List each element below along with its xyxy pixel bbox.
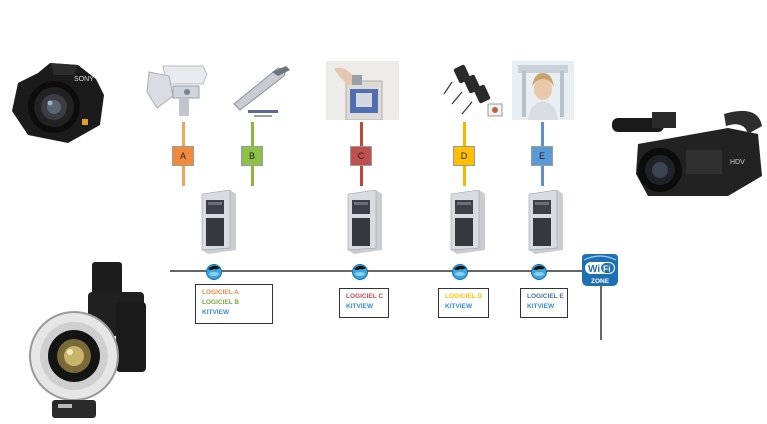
intraoral-camera-image <box>228 60 292 120</box>
pc-tower-3 <box>450 190 485 254</box>
software-box-e: LOGICIEL E KITVIEW <box>520 288 568 318</box>
pc-tower-4 <box>528 190 563 254</box>
connector-b: B <box>241 146 263 166</box>
software-label: LOGICIEL B <box>202 299 240 306</box>
software-label: KITVIEW <box>346 303 374 310</box>
ring-flash-camera-image <box>29 262 146 418</box>
software-label: LOGICIEL D <box>445 293 483 300</box>
software-label: KITVIEW <box>527 303 555 310</box>
patient-cephalometric-image <box>512 61 574 120</box>
wifi-zone-badge: Wi Fi ZONE <box>578 252 622 288</box>
connector-a: A <box>172 146 194 166</box>
svg-text:Wi: Wi <box>588 264 600 275</box>
software-label: KITVIEW <box>202 309 230 316</box>
software-label: KITVIEW <box>445 303 473 310</box>
network-hub-icon-1 <box>206 264 222 280</box>
software-label: LOGICIEL C <box>346 293 384 300</box>
pc-tower-1 <box>201 190 236 254</box>
network-hub-icon-4 <box>531 264 547 280</box>
svg-text:ZONE: ZONE <box>591 278 610 285</box>
connector-d: D <box>453 146 475 166</box>
software-box-ab: LOGICIEL A LOGICIEL B KITVIEW <box>195 284 273 324</box>
software-label: LOGICIEL E <box>527 293 564 300</box>
svg-text:Fi: Fi <box>603 264 611 274</box>
connector-c: C <box>350 146 372 166</box>
software-box-d: LOGICIEL D KITVIEW <box>438 288 489 318</box>
camcorder-brand-text: HDV <box>730 159 745 166</box>
software-box-c: LOGICIEL C KITVIEW <box>339 288 389 318</box>
panoramic-xray-unit-image <box>143 62 211 120</box>
hdv-camcorder-image: HDV <box>612 110 762 196</box>
network-hub-icon-3 <box>452 264 468 280</box>
camera-brand-text: SONY <box>74 76 94 83</box>
wifi-icon: Wi Fi ZONE <box>582 254 618 286</box>
digital-sensors-image <box>442 60 504 120</box>
software-label: LOGICIEL A <box>202 289 239 296</box>
connector-e: E <box>531 146 553 166</box>
network-hub-icon-2 <box>352 264 368 280</box>
dslr-camera-image: SONY <box>12 63 104 143</box>
imaging-plate-scanner-image <box>326 61 399 120</box>
pc-tower-2 <box>347 190 382 254</box>
